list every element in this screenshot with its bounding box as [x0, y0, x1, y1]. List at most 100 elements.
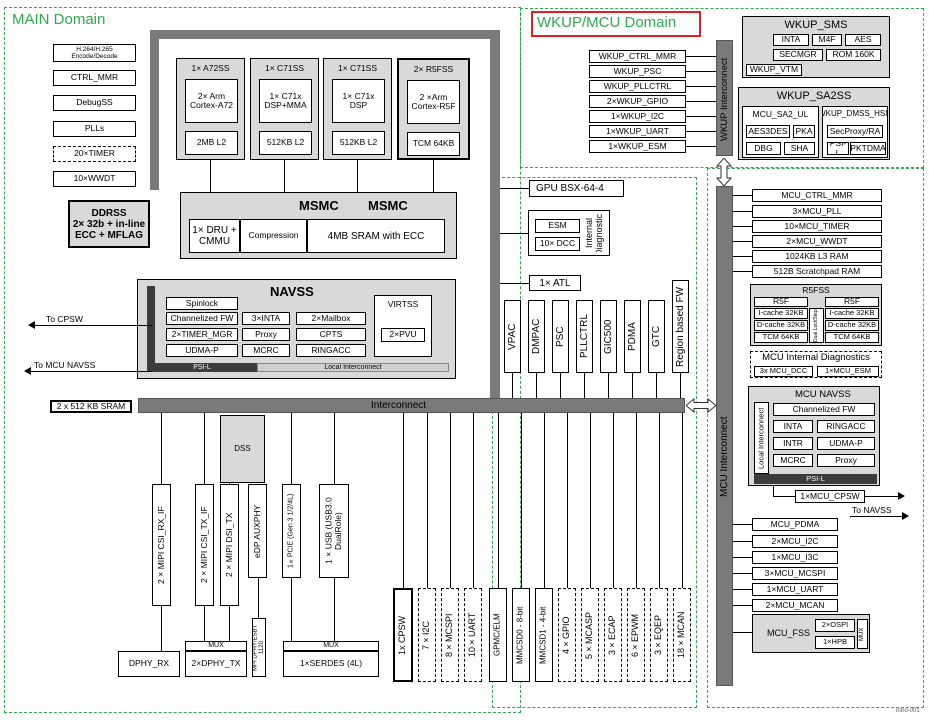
navss-spinlock: Spinlock [166, 297, 238, 310]
ddrss-title: DDRSS 2× 32b + in-line ECC + MFLAG [72, 207, 146, 241]
mcan: 18×MCAN [673, 588, 691, 682]
navss-mailbox: 2×Mailbox [296, 312, 366, 325]
wkup-sa2ss-title: WKUP_SA2SS [776, 90, 852, 102]
link-epwm [636, 413, 637, 588]
core-a72-title: 1× A72SS [191, 63, 230, 73]
link-psc [560, 373, 561, 399]
plls: PLLs [53, 121, 136, 137]
h264-codec: H.264/H.265 Encode/Decode [53, 44, 136, 62]
core-a72: 1× A72SS 2× Arm Cortex-A72 2MB L2 [176, 58, 245, 160]
main-sram: 2 x 512 KB SRAM [50, 400, 132, 413]
epwm: 6×EPWM [627, 588, 645, 682]
dsi-tx: 2×MIPI DSI_TX [220, 484, 239, 606]
mpi-dphy: MPI DPHY/ESBT 1120 [252, 618, 266, 677]
navss-chfw: Channelized FW [166, 312, 238, 325]
link-dsi [229, 483, 230, 484]
mcu-navss-proxy: Proxy [817, 454, 875, 467]
mcu-navss-psil: PSI-L [754, 474, 877, 484]
core-a72-mem: 2MB L2 [185, 131, 238, 155]
wkup-sms-secmgr: SECMGR [773, 49, 823, 61]
wkup-link-5 [686, 131, 716, 132]
link-fw [680, 373, 681, 399]
mcu-cpsw-arrow [898, 492, 905, 500]
serdes: 1×SERDES (4L) [283, 651, 379, 677]
mcu-interconnect-label: MCU Interconnect [719, 416, 730, 498]
mcu-navss-ringacc: RINGACC [817, 420, 875, 433]
mcu-esm: 1×MCU_ESM [817, 366, 879, 377]
wkup-link-2 [686, 86, 716, 87]
core-c71-mma-title: 1× C71SS [265, 63, 304, 73]
wkup-aes3des: AES3DES [746, 125, 790, 138]
wkup-psc: WKUP_PSC [589, 65, 686, 78]
wkup-pka: PKA [793, 125, 815, 138]
main-interconnect-label: Interconnect [371, 400, 427, 411]
link-eqep [659, 413, 660, 588]
mcu-link-3 [733, 241, 752, 242]
mcu-link-5 [733, 271, 752, 272]
link-rx-dphy [161, 606, 162, 651]
gic500: GIC500 [600, 300, 617, 373]
ctrl-mmr: CTRL_MMR [53, 70, 136, 86]
mux-left: MUX [185, 641, 247, 651]
wkup-sa2ul: MCU_SA2_UL AES3DES PKA DBG SHA [742, 106, 819, 158]
navss-timer-mgr: 2×TIMER_MGR [166, 328, 238, 341]
gpu: GPU BSX-64-4 [529, 180, 624, 197]
mcu-r5f-icache-b: I-cache 32KB [825, 308, 879, 319]
link-pllctrl [584, 373, 585, 399]
vpac: VPAC [504, 300, 521, 373]
core-a72-cpu: 2× Arm Cortex-A72 [185, 79, 238, 123]
region-fw: Region based FW [672, 280, 689, 373]
core-r5f-mem: TCM 64KB [407, 132, 460, 156]
gpmc: GPMC/ELM [489, 588, 507, 682]
mcu-navss-intr: INTR [773, 437, 813, 450]
wkup-sa2ss: WKUP_SA2SS MCU_SA2_UL AES3DES PKA DBG SH… [738, 87, 890, 160]
mux-right: MUX [283, 641, 379, 651]
wkup-title-box [531, 11, 701, 37]
wkup-psil: PSI-L [827, 142, 849, 155]
to-navss-label: To NAVSS [852, 505, 892, 515]
to-mcu-navss-label: To MCU NAVSS [34, 360, 96, 370]
dmpac: DMPAC [528, 300, 545, 373]
wkup-interconnect: WKUP Interconnect [716, 40, 733, 156]
wkup-domain-title: WKUP/MCU Domain [537, 14, 677, 31]
link-c71a-msmc [284, 160, 285, 192]
mmcsd0: MMCSD0 - 8-bit [512, 588, 530, 682]
wkup-sha: SHA [784, 142, 815, 155]
cpsw: 1x CPSW [393, 588, 413, 682]
wkup-link-3 [686, 101, 716, 102]
navss-local: Local Interconnect [257, 363, 449, 372]
pcie: 1×PCIE (Gen 3 1/2/4L) [282, 484, 301, 578]
wkup-sms-title: WKUP_SMS [784, 19, 848, 31]
navss-virtss: VIRTSS 2×PVU [374, 295, 432, 357]
gpio: 4×GPIO [558, 588, 576, 682]
mcu-cpsw-navss-line [773, 486, 774, 497]
mcu-r5f-tcm-b: TCM 64KB [825, 332, 879, 343]
mcu-l3-ram: 1024KB L3 RAM [752, 250, 882, 263]
mcu-r5f-dcache-a: D-cache 32KB [754, 320, 808, 331]
wkup-i2c: 1×WKUP_I2C [589, 110, 686, 123]
mcu-scratchpad: 512B Scratchpad RAM [752, 265, 882, 278]
main-diag: Internal Diagnostics [585, 214, 605, 252]
dphy-rx: DPHY_RX [118, 651, 180, 677]
link-pdma [632, 373, 633, 399]
mcu-navss-mcrc: MCRC [773, 454, 813, 467]
msmc-compression: Compression [240, 219, 307, 253]
mcu-cpsw: 1×MCU_CPSW [795, 490, 865, 503]
mcu-link-4 [733, 256, 752, 257]
link-edp-mpi [258, 578, 259, 618]
navss-udmap: UDMA-P [166, 344, 238, 357]
mmcsd1: MMCSD1 - 4-bit [535, 588, 553, 682]
mcu-timer: 10×MCU_TIMER [752, 220, 882, 233]
mcu-r5f-icache-a: I-cache 32KB [754, 308, 808, 319]
csi-rx: 2×MIPI CSI_RX_IF [152, 484, 171, 606]
link-dsi-mux [229, 606, 230, 641]
wkup-link-1 [686, 71, 716, 72]
navss-inta: 3×INTA [242, 312, 290, 325]
link-csi-tx [204, 413, 205, 484]
debugss: DebugSS [53, 95, 136, 111]
link-mmcsd1 [544, 413, 545, 588]
link-uart [473, 413, 474, 588]
link-gpio [567, 413, 568, 588]
psc: PSC [552, 300, 569, 373]
wkup-sms-rom: ROM 160K [826, 49, 881, 61]
